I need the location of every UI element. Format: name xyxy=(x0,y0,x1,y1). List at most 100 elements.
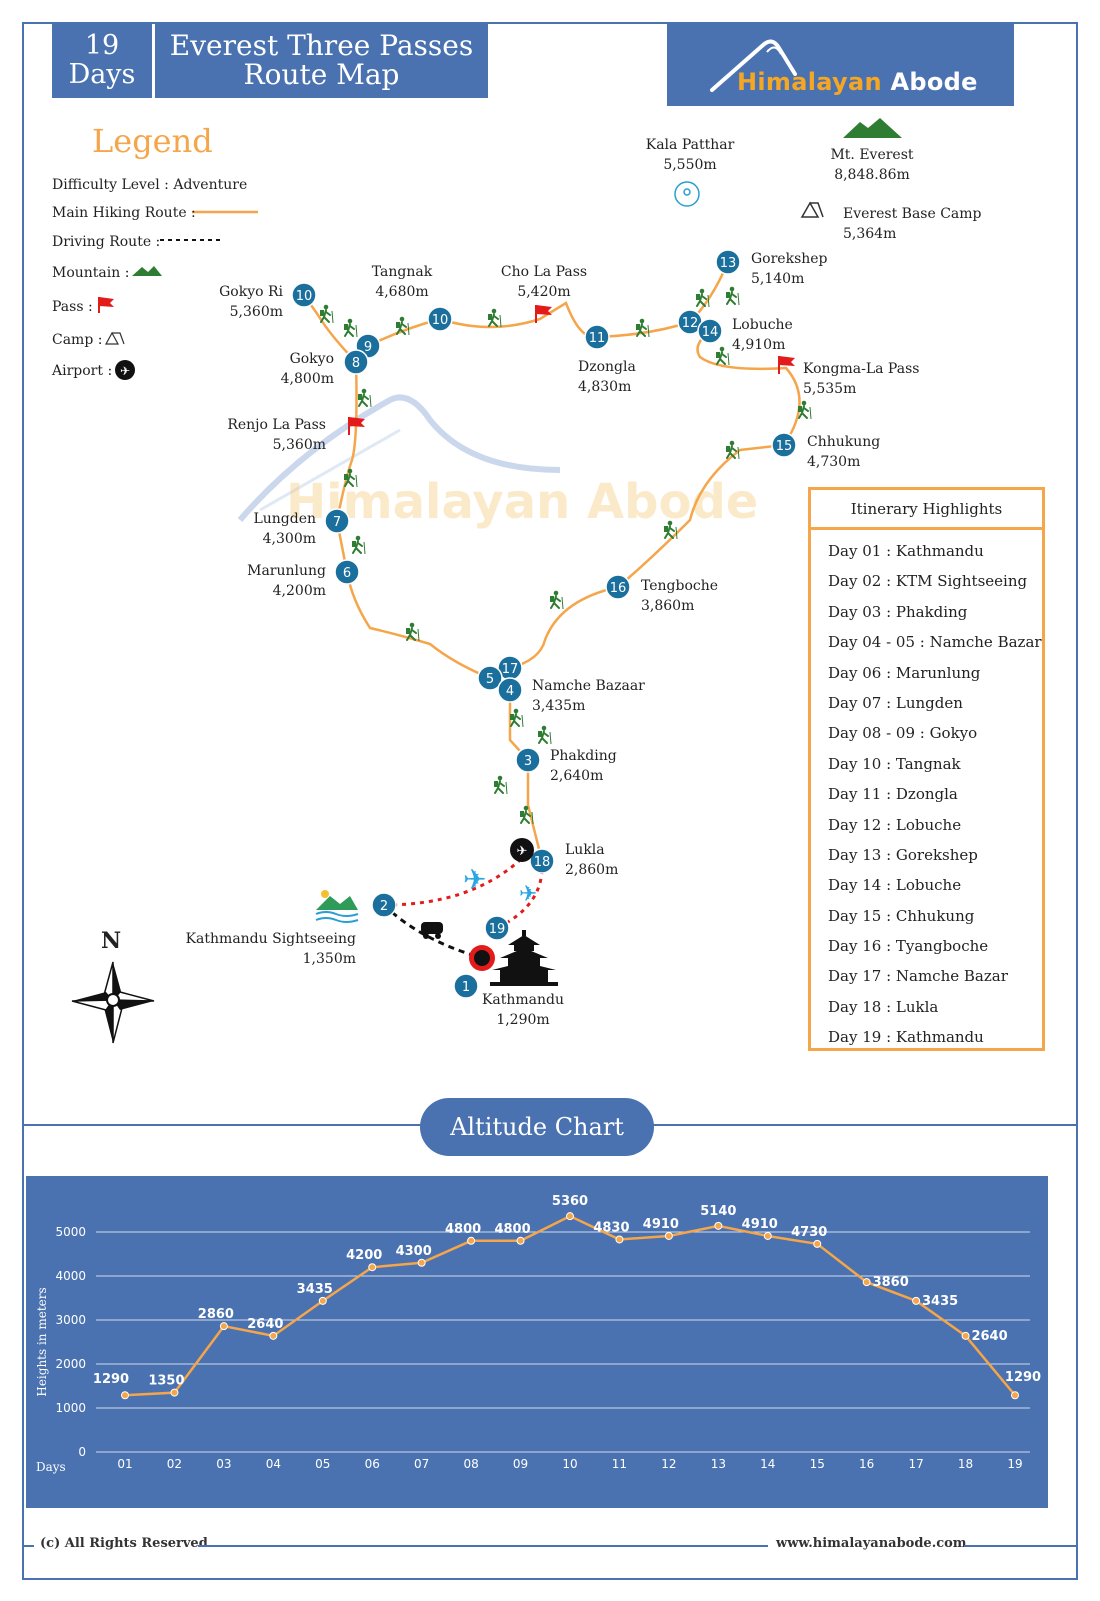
altitude-point xyxy=(813,1239,822,1248)
itinerary-list: Day 01 : Kathmandu Day 02 : KTM Sightsee… xyxy=(811,530,1042,1053)
itinerary-item: Day 10 : Tangnak xyxy=(828,754,961,773)
legend-driving-route-label: Driving Route : xyxy=(52,234,161,250)
day-marker: 3 xyxy=(515,747,541,773)
hiker-icon xyxy=(344,468,358,488)
svg-text:17: 17 xyxy=(502,662,519,677)
altitude-value-label: 3435 xyxy=(922,1294,958,1309)
svg-text:18: 18 xyxy=(534,855,551,870)
itinerary-item: Day 06 : Marunlung xyxy=(828,663,981,682)
hiker-icon xyxy=(358,388,372,408)
altitude-value-label: 2640 xyxy=(971,1329,1007,1344)
x-axis-label: Days xyxy=(36,1460,66,1474)
hiker-icon xyxy=(664,520,678,540)
logo-mountain-icon xyxy=(710,39,797,92)
day-marker: 10 xyxy=(427,306,453,332)
altitude-point xyxy=(516,1236,525,1245)
altitude-point xyxy=(862,1278,871,1287)
hiker-icon xyxy=(352,535,366,555)
altitude-point xyxy=(912,1296,921,1305)
itinerary-item: Day 12 : Lobuche xyxy=(828,815,962,834)
driving-route xyxy=(382,903,483,960)
day-marker: 6 xyxy=(334,559,360,585)
difficulty-label: Difficulty Level : xyxy=(52,177,169,193)
day-marker: 19 xyxy=(484,915,510,941)
y-tick-label: 2000 xyxy=(55,1357,86,1371)
x-tick-label: 04 xyxy=(266,1457,281,1471)
days-label: Days xyxy=(68,59,136,90)
svg-text:1: 1 xyxy=(462,980,470,995)
x-tick-label: 02 xyxy=(167,1457,182,1471)
itinerary-item: Day 07 : Lungden xyxy=(828,693,963,712)
altitude-point xyxy=(417,1258,426,1267)
day-marker: 10 xyxy=(291,282,317,308)
mt-everest-mountain-icon xyxy=(843,118,902,138)
hiker-icon xyxy=(510,708,524,728)
legend-main-route-label: Main Hiking Route : xyxy=(52,205,196,221)
x-tick-label: 01 xyxy=(117,1457,132,1471)
altitude-point xyxy=(566,1212,574,1221)
x-tick-label: 08 xyxy=(463,1457,478,1471)
itinerary-item: Day 01 : Kathmandu xyxy=(828,542,984,560)
altitude-value-label: 4830 xyxy=(593,1220,629,1235)
altitude-value-label: 2860 xyxy=(198,1307,234,1322)
x-tick-label: 10 xyxy=(562,1457,577,1471)
hiker-icon xyxy=(320,304,334,324)
legend-difficulty: Difficulty Level : Adventure xyxy=(52,177,247,193)
itinerary-item: Day 15 : Chhukung xyxy=(828,906,975,925)
itinerary-item: Day 04 - 05 : Namche Bazar xyxy=(828,633,1042,652)
altitude-point xyxy=(219,1322,228,1331)
y-axis-label: Heights in meters xyxy=(35,1287,49,1396)
compass-rose-icon xyxy=(71,961,155,1044)
x-tick-label: 14 xyxy=(760,1457,775,1471)
altitude-value-label: 4910 xyxy=(643,1217,679,1232)
altitude-point xyxy=(368,1263,377,1272)
x-tick-label: 06 xyxy=(365,1457,380,1471)
day-marker: 18 xyxy=(529,848,555,874)
altitude-value-label: 4800 xyxy=(445,1222,481,1237)
brand-logo: Himalayan Abode xyxy=(667,24,1014,106)
x-tick-label: 13 xyxy=(711,1457,726,1471)
svg-text:16: 16 xyxy=(610,581,627,596)
svg-text:13: 13 xyxy=(720,256,737,271)
x-tick-label: 03 xyxy=(216,1457,231,1471)
watermark-logo xyxy=(237,394,561,522)
hiker-icon xyxy=(726,286,740,306)
hiker-icon xyxy=(396,316,410,336)
legend-airport-icon: ✈ xyxy=(115,360,135,380)
svg-text:2: 2 xyxy=(380,899,388,914)
footer-rule-left xyxy=(22,1545,34,1547)
hiker-icon xyxy=(406,622,420,642)
x-tick-label: 11 xyxy=(612,1457,627,1471)
itinerary-panel: Itinerary Highlights Day 01 : Kathmandu … xyxy=(808,487,1045,1051)
page-frame xyxy=(22,22,1078,1580)
x-tick-label: 07 xyxy=(414,1457,429,1471)
altitude-value-label: 1290 xyxy=(93,1372,129,1387)
itinerary-item: Day 16 : Tyangboche xyxy=(828,937,989,956)
altitude-point xyxy=(269,1331,278,1340)
footer-website: www.himalayanabode.com xyxy=(776,1536,967,1551)
flight-route-ktm-lukla xyxy=(383,858,522,907)
plane-icon-1: ✈ xyxy=(463,863,486,896)
days-number: 19 xyxy=(84,30,120,61)
altitude-value-label: 4300 xyxy=(396,1244,432,1259)
hiker-icon xyxy=(636,318,650,338)
day-marker: 7 xyxy=(324,508,350,534)
page-title: Everest Three Passes Route Map xyxy=(155,24,488,98)
altitude-value-label: 1290 xyxy=(1005,1370,1041,1385)
svg-text:9: 9 xyxy=(364,340,372,355)
legend-mountain-label: Mountain : xyxy=(52,265,130,281)
x-tick-label: 16 xyxy=(859,1457,874,1471)
hiker-icon xyxy=(494,775,508,795)
kala-patthar-pin-icon xyxy=(674,181,700,207)
day-marker: 15 xyxy=(771,432,797,458)
